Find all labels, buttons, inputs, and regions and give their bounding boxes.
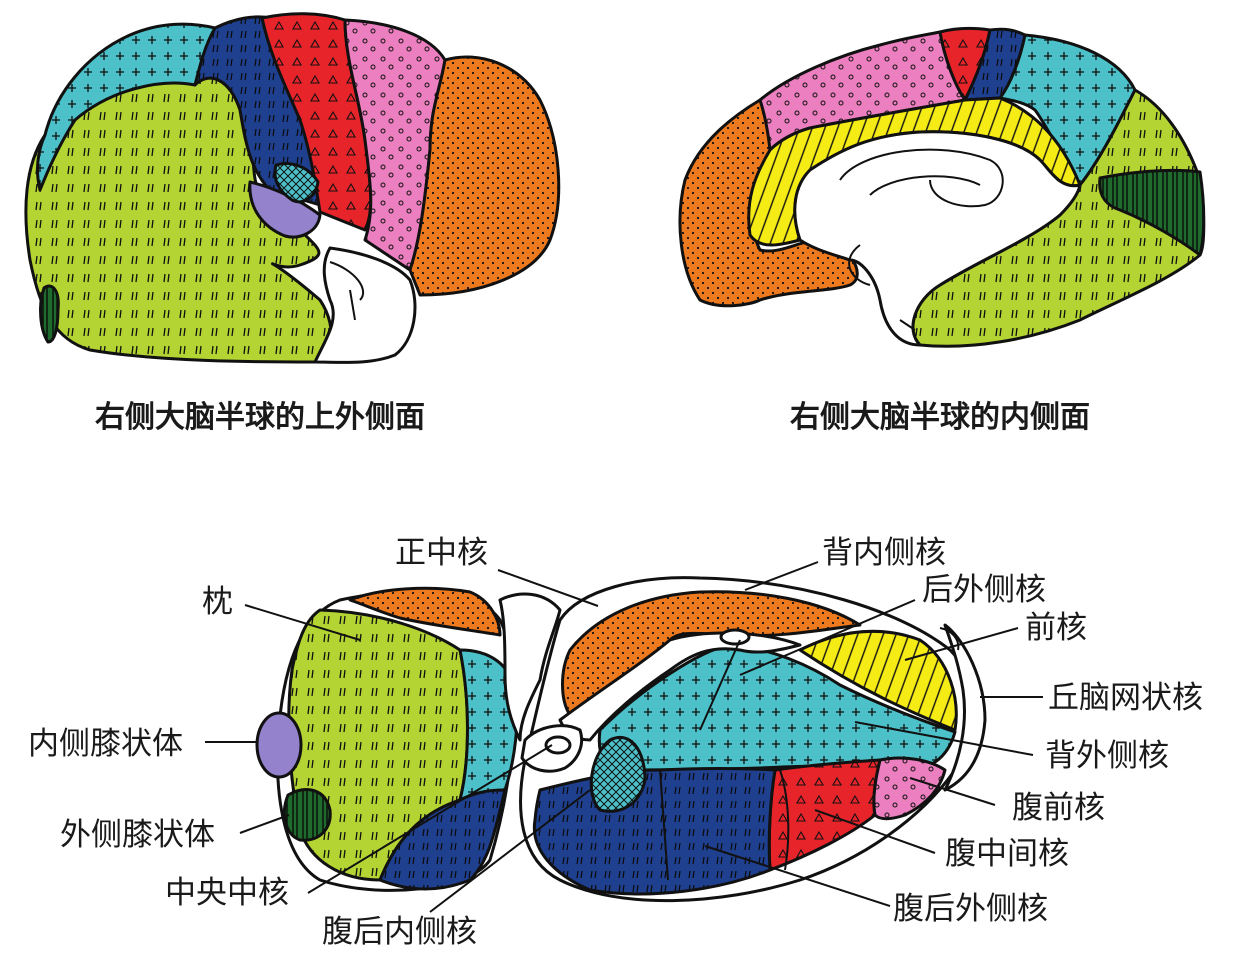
lateral-orange-region bbox=[408, 55, 561, 297]
thalamus bbox=[255, 576, 987, 903]
lateral-hemisphere bbox=[24, 12, 561, 364]
medial-geniculate-body bbox=[255, 711, 303, 779]
label-dorsomedial: 背内侧核 bbox=[822, 535, 946, 571]
medial-dark-green-region bbox=[1098, 168, 1206, 257]
lamina-hole-1 bbox=[719, 628, 751, 646]
label-anterior: 前核 bbox=[1025, 610, 1087, 646]
label-median-nucleus: 正中核 bbox=[395, 535, 488, 571]
massa-hole bbox=[544, 735, 572, 755]
label-centromedian: 中央中核 bbox=[165, 875, 289, 911]
caption-medial: 右侧大脑半球的内侧面 bbox=[790, 400, 1090, 435]
medial-hemisphere bbox=[678, 26, 1206, 348]
white-lamina bbox=[558, 631, 802, 742]
label-reticular: 丘脑网状核 bbox=[1048, 680, 1203, 716]
label-pulvinar: 枕 bbox=[202, 584, 233, 620]
label-lateral-geniculate: 外侧膝状体 bbox=[60, 817, 215, 853]
thalamus-left-navy bbox=[378, 788, 507, 891]
medial-white-core bbox=[793, 130, 1082, 347]
label-medial-geniculate: 内侧膝状体 bbox=[28, 726, 183, 762]
label-ventral-intermediate: 腹中间核 bbox=[945, 836, 1069, 872]
lateral-hatch-region bbox=[273, 162, 320, 204]
bridge-white bbox=[498, 592, 562, 742]
leader-lines bbox=[205, 561, 1043, 913]
label-ventral-anterior: 腹前核 bbox=[1012, 790, 1105, 826]
navy-ventral-posterior bbox=[532, 767, 777, 896]
label-lateral-dorsal: 背外侧核 bbox=[1045, 738, 1169, 774]
pink-ventral-anterior bbox=[872, 756, 947, 821]
labels: 正中核 枕 内侧膝状体 外侧膝状体 中央中核 腹后内侧核 背内侧核 后外侧核 前… bbox=[28, 535, 1203, 950]
lateral-dark-green-region bbox=[39, 284, 60, 344]
thalamus-left-orange bbox=[348, 586, 502, 637]
lateral-white-region bbox=[313, 246, 417, 364]
label-lateral-posterior: 后外侧核 bbox=[922, 572, 1046, 608]
label-ventral-posterolateral: 腹后外侧核 bbox=[893, 891, 1048, 927]
lateral-geniculate-body bbox=[283, 788, 332, 842]
hatch-centromedian bbox=[589, 736, 647, 813]
label-ventral-posteromedial: 腹后内侧核 bbox=[322, 914, 477, 950]
caption-lateral: 右侧大脑半球的上外侧面 bbox=[95, 400, 425, 435]
